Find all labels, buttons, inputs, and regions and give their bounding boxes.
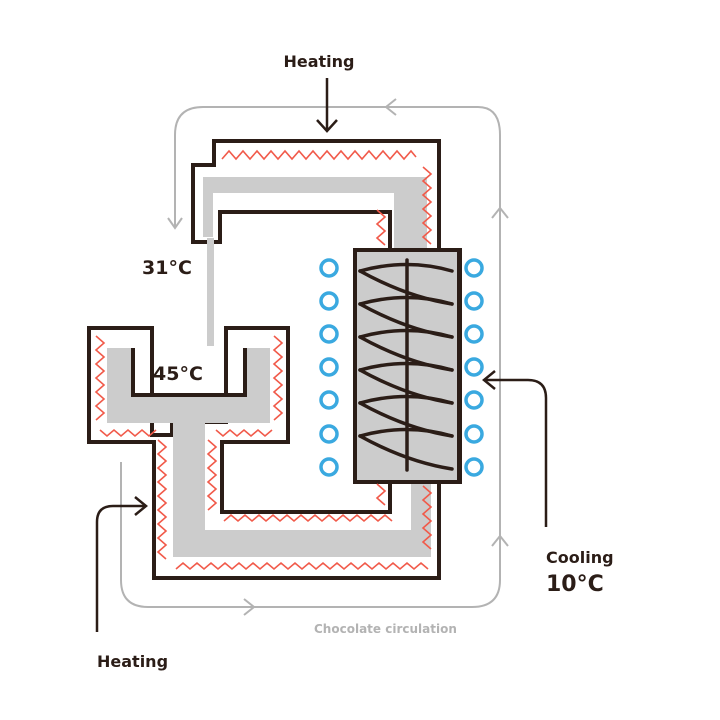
arrow-right-icon: [134, 496, 148, 516]
circulation-arrow-icon: [384, 98, 397, 116]
cooling-arrow: [484, 378, 548, 527]
circulation-arrow-icon: [167, 217, 183, 230]
outlet-temperature-label: 31°C: [142, 257, 192, 279]
arrow-down-icon: [316, 119, 338, 133]
heating-element-icon: [94, 149, 433, 571]
tank-inner-outline: [131, 348, 247, 397]
circulation-arrow-icon: [243, 598, 256, 616]
coil-icon: [358, 258, 454, 472]
circulation-arrow-icon: [491, 534, 509, 547]
pointer-arrows: [95, 78, 548, 632]
heating-bottom-arrow: [95, 504, 146, 632]
cooling-chamber: [353, 248, 461, 484]
cooling-temperature-label: 10°C: [546, 572, 604, 597]
circulation-label: Chocolate circulation: [314, 622, 457, 636]
arrow-left-icon: [482, 370, 496, 390]
tank-temperature-label: 45°C: [153, 363, 203, 385]
circulation-loop: [120, 98, 509, 616]
heating-bottom-label: Heating: [97, 652, 168, 671]
cooling-label: Cooling: [546, 548, 614, 567]
cooling-element-icon: [319, 258, 484, 477]
heating-top-label: Heating: [283, 52, 354, 71]
circulation-arrow-icon: [491, 206, 509, 219]
